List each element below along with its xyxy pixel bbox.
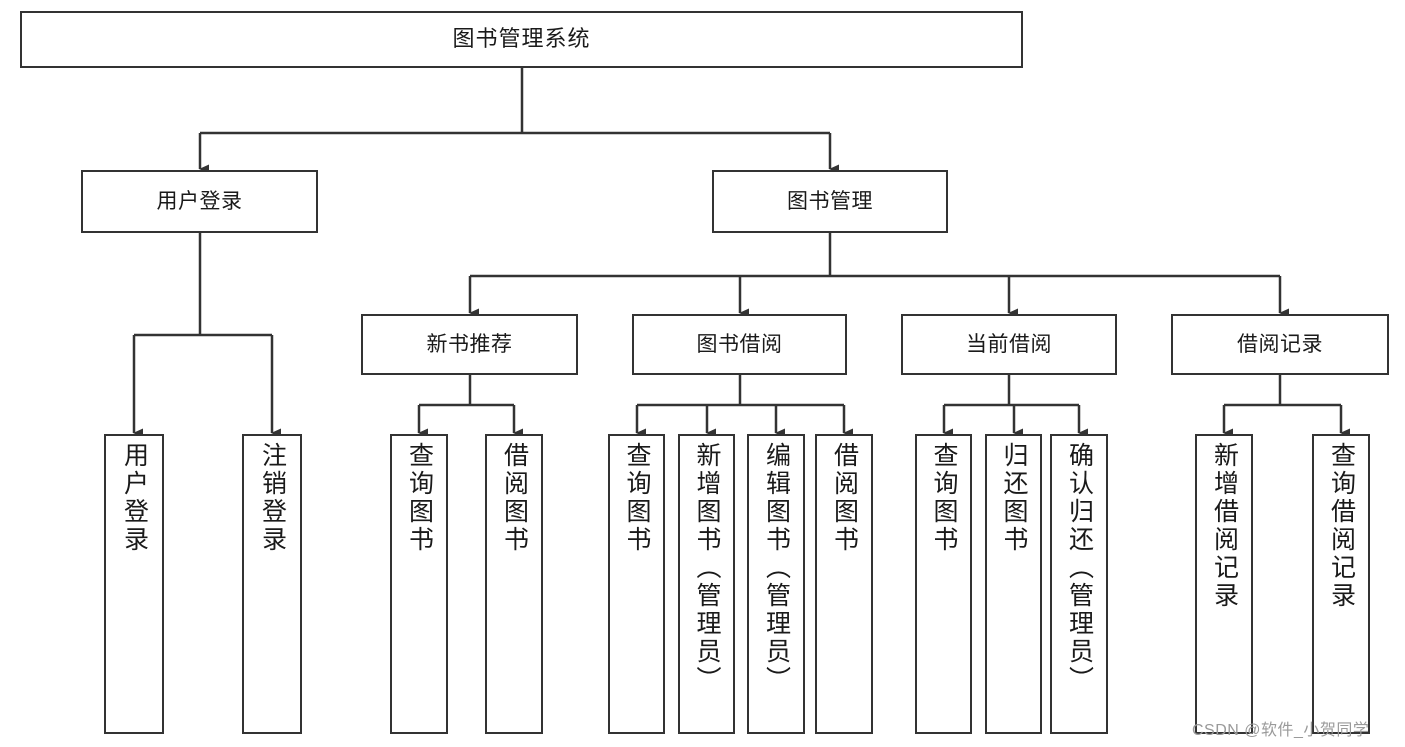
- node-leaf-query-record[interactable]: 查询借阅记录: [1312, 434, 1370, 734]
- watermark-label: CSDN @软件_小贺同学: [1192, 722, 1370, 739]
- node-leaf-add-book[interactable]: 新增图书（管理员）: [678, 434, 735, 734]
- node-user-login[interactable]: 用户登录: [81, 170, 318, 233]
- node-label-root: 图书管理系统: [452, 26, 591, 52]
- node-label-book-borrow: 图书借阅: [696, 332, 783, 356]
- node-label-leaf-add-book: 新增图书（管理员）: [693, 442, 721, 694]
- node-root[interactable]: 图书管理系统: [20, 11, 1023, 68]
- node-leaf-query-book-3[interactable]: 查询图书: [915, 434, 972, 734]
- node-label-leaf-query-book-2: 查询图书: [623, 442, 651, 554]
- node-current-borrow[interactable]: 当前借阅: [901, 314, 1117, 375]
- node-label-leaf-return-book: 归还图书: [1000, 442, 1028, 554]
- node-label-leaf-user-logout: 注销登录: [258, 442, 287, 554]
- node-book-mgmt[interactable]: 图书管理: [712, 170, 948, 233]
- node-leaf-user-logout[interactable]: 注销登录: [242, 434, 302, 734]
- node-label-leaf-borrow-book-1: 借阅图书: [500, 442, 529, 554]
- node-leaf-confirm-return[interactable]: 确认归还（管理员）: [1050, 434, 1108, 734]
- node-label-leaf-query-record: 查询借阅记录: [1327, 442, 1356, 610]
- node-label-leaf-add-record: 新增借阅记录: [1210, 442, 1239, 610]
- node-label-leaf-query-book-3: 查询图书: [930, 442, 958, 554]
- node-leaf-query-book-2[interactable]: 查询图书: [608, 434, 665, 734]
- node-label-borrow-record: 借阅记录: [1237, 332, 1323, 356]
- edge-group: [132, 68, 1350, 438]
- node-leaf-return-book[interactable]: 归还图书: [985, 434, 1042, 734]
- node-leaf-edit-book[interactable]: 编辑图书（管理员）: [747, 434, 805, 734]
- node-label-leaf-borrow-book-2: 借阅图书: [830, 442, 859, 554]
- node-new-book-rec[interactable]: 新书推荐: [361, 314, 578, 375]
- node-leaf-borrow-book-1[interactable]: 借阅图书: [485, 434, 543, 734]
- node-leaf-add-record[interactable]: 新增借阅记录: [1195, 434, 1253, 734]
- node-label-user-login: 用户登录: [156, 189, 243, 213]
- node-label-leaf-edit-book: 编辑图书（管理员）: [762, 442, 791, 694]
- node-leaf-user-login[interactable]: 用户登录: [104, 434, 164, 734]
- node-label-new-book-rec: 新书推荐: [426, 332, 513, 356]
- node-label-leaf-confirm-return: 确认归还（管理员）: [1065, 442, 1094, 694]
- node-label-leaf-user-login: 用户登录: [120, 442, 149, 554]
- node-borrow-record[interactable]: 借阅记录: [1171, 314, 1389, 375]
- node-leaf-borrow-book-2[interactable]: 借阅图书: [815, 434, 873, 734]
- node-leaf-query-book-1[interactable]: 查询图书: [390, 434, 448, 734]
- node-label-current-borrow: 当前借阅: [966, 332, 1052, 356]
- node-book-borrow[interactable]: 图书借阅: [632, 314, 847, 375]
- node-label-book-mgmt: 图书管理: [787, 189, 873, 213]
- node-label-leaf-query-book-1: 查询图书: [405, 442, 434, 554]
